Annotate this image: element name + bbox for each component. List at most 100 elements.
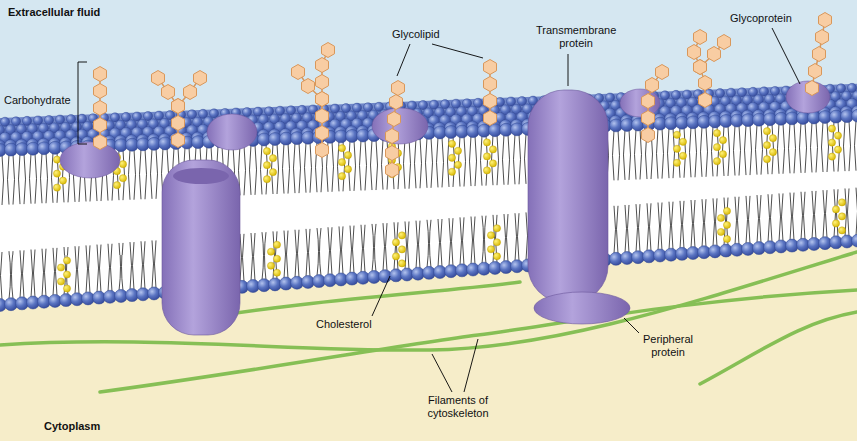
cholesterol-ring	[63, 271, 70, 278]
channel-protein	[162, 160, 240, 335]
fatty-acid-tail	[636, 204, 638, 252]
fatty-acid-tail	[129, 150, 131, 200]
fatty-acid-tail	[658, 203, 660, 251]
fatty-acid-tail	[23, 250, 25, 298]
fatty-acid-tail	[30, 154, 32, 204]
fatty-acid-tail	[760, 195, 762, 243]
sugar-ring	[316, 58, 329, 73]
sugar-ring	[152, 71, 165, 86]
fatty-acid-tail	[261, 144, 263, 194]
sugar-ring	[688, 45, 701, 60]
fatty-acid-tail	[628, 205, 630, 253]
sugar-ring	[819, 13, 832, 28]
cholesterol-ring	[828, 153, 835, 160]
sugar-ring	[292, 65, 305, 80]
fatty-acid-tail	[779, 193, 781, 241]
sugar-ring	[699, 76, 712, 91]
fatty-acid-tail	[251, 233, 253, 281]
sugar-ring	[646, 78, 659, 93]
fatty-acid-tail	[735, 197, 737, 245]
cholesterol-ring	[398, 260, 405, 267]
cholesterol-ring	[398, 246, 405, 253]
fatty-acid-tail	[823, 190, 825, 238]
cholesterol-ring	[487, 232, 494, 239]
part-label: Extracellular fluid	[8, 6, 100, 19]
sugar-ring	[94, 118, 107, 133]
fatty-acid-tail	[474, 217, 476, 265]
cholesterol-ring	[489, 146, 496, 153]
cholesterol-ring	[398, 232, 405, 239]
surface-protein	[207, 114, 257, 150]
cholesterol-ring	[344, 152, 351, 159]
fatty-acid-tail	[625, 205, 627, 253]
membrane-proteins	[60, 81, 830, 335]
fatty-acid-tail	[397, 222, 399, 270]
fatty-acid-tail	[46, 153, 48, 203]
fatty-acid-tail	[420, 138, 422, 188]
surface-protein	[60, 142, 120, 178]
fatty-acid-tail	[464, 137, 466, 187]
fatty-acid-tail	[449, 218, 451, 266]
sugar-ring	[484, 77, 497, 92]
fatty-acid-tail	[306, 229, 308, 277]
fatty-acid-tail	[746, 196, 748, 244]
fatty-acid-tail	[778, 124, 780, 174]
fatty-acid-tail	[354, 141, 356, 191]
fatty-acid-tail	[856, 188, 857, 236]
fatty-acid-tail	[119, 243, 121, 291]
sugar-ring	[699, 93, 712, 108]
cytoskeleton-filament	[700, 312, 857, 384]
transmembrane-protein	[528, 90, 608, 302]
fatty-acid-tail	[804, 192, 806, 240]
cholesterol-ring	[769, 135, 776, 142]
fatty-acid-tail	[145, 149, 147, 199]
fatty-acid-tail	[514, 134, 516, 184]
fatty-acid-tail	[151, 149, 153, 199]
fatty-acid-tail	[361, 225, 363, 273]
fatty-acid-tail	[706, 127, 708, 177]
cholesterol-ring	[713, 158, 720, 165]
sugar-ring	[162, 85, 175, 100]
cholesterol-ring	[483, 153, 490, 160]
fatty-acid-tail	[56, 248, 58, 296]
fatty-acid-tail	[441, 219, 443, 267]
sugar-ring	[642, 128, 655, 143]
fatty-acid-tail	[350, 226, 352, 274]
cholesterol-ring	[763, 128, 770, 135]
fatty-acid-tail	[526, 212, 528, 260]
sugar-ring	[172, 133, 185, 148]
fatty-acid-tail	[705, 199, 707, 247]
fatty-acid-tail	[284, 231, 286, 279]
fatty-acid-tail	[122, 243, 124, 291]
fatty-acid-tail	[409, 139, 411, 189]
sugar-ring	[172, 99, 185, 114]
fatty-acid-tail	[793, 193, 795, 241]
fatty-acid-tail	[657, 129, 659, 179]
cholesterol-ring	[57, 264, 64, 271]
fatty-acid-tail	[624, 130, 626, 180]
part-label: Filaments of cytoskeleton	[418, 394, 498, 420]
cholesterol-ring	[454, 147, 461, 154]
fatty-acid-tail	[283, 144, 285, 194]
fatty-acid-tail	[97, 245, 99, 293]
fatty-acid-tail	[768, 194, 770, 242]
sugar-ring	[316, 126, 329, 141]
fatty-acid-tail	[694, 200, 696, 248]
fatty-acid-tail	[244, 145, 246, 195]
cholesterol-ring	[273, 269, 280, 276]
part-label: Cholesterol	[316, 318, 372, 331]
phospholipid-heads	[0, 109, 857, 311]
fatty-acid-tail	[701, 127, 703, 177]
sugar-ring	[809, 64, 822, 79]
peripheral-protein	[534, 292, 630, 324]
fatty-acid-tail	[24, 154, 26, 204]
fatty-acid-tail	[342, 226, 344, 274]
sugar-ring	[386, 129, 399, 144]
fatty-acid-tail	[617, 206, 619, 254]
fatty-acid-tail	[680, 201, 682, 249]
fatty-acid-tail	[702, 199, 704, 247]
fatty-acid-tail	[254, 233, 256, 281]
fatty-acid-tail	[141, 241, 143, 289]
leader-line	[432, 354, 452, 392]
